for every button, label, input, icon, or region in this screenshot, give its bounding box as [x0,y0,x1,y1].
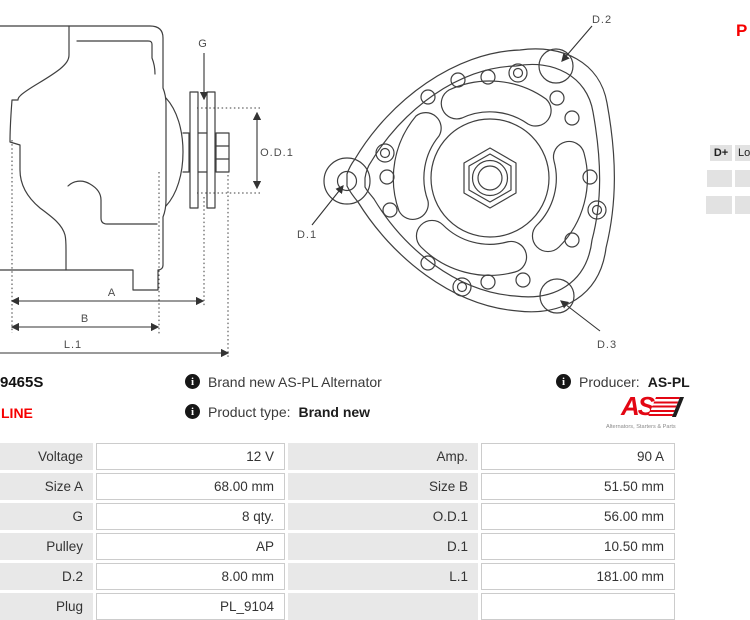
partial-heading: P [736,21,748,40]
spec-value [481,593,675,620]
spec-value: 10.50 mm [481,533,675,560]
spec-label [288,593,478,620]
spec-value: AP [96,533,285,560]
dim-label-a: A [108,287,116,299]
spec-label: D.1 [288,533,478,560]
spec-value: 68.00 mm [96,473,285,500]
pin-table-cell [735,170,750,187]
spec-label: G [0,503,93,530]
spec-label: Plug [0,593,93,620]
dim-label-od1: O.D.1 [260,147,294,159]
spec-value: 56.00 mm [481,503,675,530]
rivets [375,63,607,297]
technical-drawings: G O.D.1 A B L.1 [0,14,617,358]
spec-row: Plug PL_9104 [0,593,675,620]
spec-label: D.2 [0,563,93,590]
producer-row: i Producer: AS-PL [556,372,690,391]
product-type-value: Brand new [298,403,371,420]
spec-value: 8.00 mm [96,563,285,590]
spec-row: D.2 8.00 mm L.1 181.00 mm [0,563,675,590]
spec-value: 181.00 mm [481,563,675,590]
spec-row: Voltage 12 V Amp. 90 A [0,443,675,470]
producer-label: Producer: [579,373,640,390]
spec-value: 51.50 mm [481,473,675,500]
product-description: Brand new AS-PL Alternator [208,373,382,390]
spec-value: 90 A [481,443,675,470]
pin-table-cell [707,170,732,187]
info-icon: i [185,374,200,389]
dim-label-l1: L.1 [64,339,82,351]
spec-row: Pulley AP D.1 10.50 mm [0,533,675,560]
dim-label-g: G [198,38,208,50]
pin-table-cell [706,196,732,214]
spec-value: 8 qty. [96,503,285,530]
dim-label-d3: D.3 [597,339,617,351]
pin-table-cell [735,196,750,214]
info-icon: i [556,374,571,389]
spec-value: 12 V [96,443,285,470]
as-logo-stripes-icon [648,397,685,417]
dim-label-d2: D.2 [592,14,612,26]
spec-label: Amp. [288,443,478,470]
part-number: 9465S [0,374,44,391]
product-description-row: i Brand new AS-PL Alternator [185,372,382,391]
dim-label-b: B [81,313,89,325]
spec-label: Voltage [0,443,93,470]
info-icon: i [185,404,200,419]
product-line-label: LINE [1,405,33,421]
dim-label-d1: D.1 [297,229,317,241]
spec-label: Size B [288,473,478,500]
pin-table-header-l: Lo [735,145,750,161]
product-type-label: Product type: [208,403,291,420]
spec-value: PL_9104 [96,593,285,620]
spec-label: Size A [0,473,93,500]
spec-row: G 8 qty. O.D.1 56.00 mm [0,503,675,530]
spec-label: Pulley [0,533,93,560]
spec-label: L.1 [288,563,478,590]
vent-holes [379,69,598,290]
spec-table: Voltage 12 V Amp. 90 A Size A 68.00 mm S… [0,440,678,620]
spec-label: O.D.1 [288,503,478,530]
as-logo-tagline: Alternators, Starters & Parts [606,424,676,430]
producer-value: AS-PL [647,373,690,390]
front-view-drawing: D.2 D.1 D.3 [297,14,617,351]
pin-table-header-dplus: D+ [710,145,732,161]
side-view-drawing: G O.D.1 A B L.1 [0,25,294,358]
product-type-row: i Product type: Brand new [185,402,370,421]
spec-row: Size A 68.00 mm Size B 51.50 mm [0,473,675,500]
as-pl-logo: AS [621,393,685,419]
